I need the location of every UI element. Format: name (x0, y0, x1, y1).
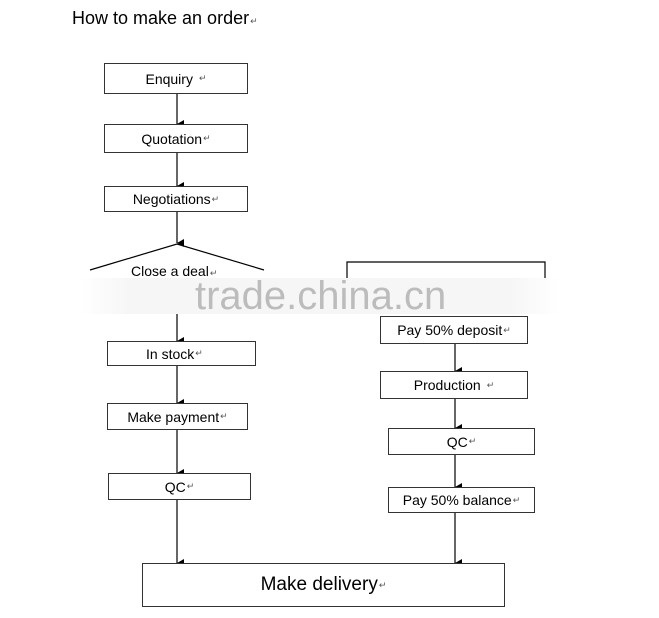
deal-roof (89, 243, 265, 271)
instock-box: In stock↵ (107, 341, 256, 366)
pay-balance-box: Pay 50% balance↵ (388, 487, 535, 513)
qc-right-box: QC↵ (388, 428, 535, 455)
watermark-text: trade.china.cn (195, 274, 447, 318)
pay-deposit-box: Pay 50% deposit↵ (380, 316, 528, 344)
make-delivery-box: Make delivery↵ (142, 563, 505, 607)
page-title: How to make an order↵ (72, 8, 258, 28)
enquiry-box: Enquiry↵ (104, 63, 248, 94)
quotation-box: Quotation↵ (104, 124, 248, 153)
close-deal-label: Close a deal↵ (131, 263, 218, 279)
negotiations-box: Negotiations↵ (104, 186, 248, 212)
qc-left-box: QC↵ (108, 473, 251, 500)
watermark-band (80, 278, 560, 314)
right-branch-top (346, 261, 546, 278)
make-payment-box: Make payment↵ (107, 403, 248, 430)
production-box: Production↵ (380, 371, 528, 399)
